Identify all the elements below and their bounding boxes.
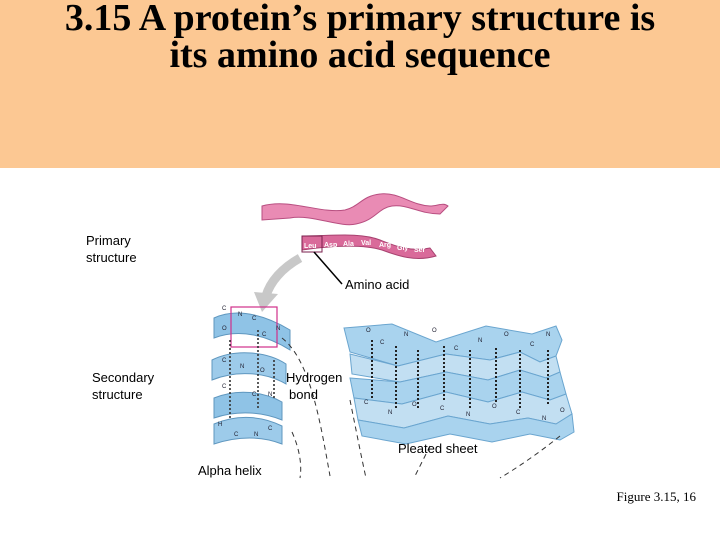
svg-text:C: C: [234, 432, 239, 438]
svg-text:H: H: [218, 422, 222, 428]
svg-text:N: N: [238, 312, 242, 318]
svg-text:O: O: [366, 328, 371, 334]
svg-text:C: C: [530, 342, 535, 348]
title-line-1: 3.15 A protein’s primary structure is: [64, 0, 656, 39]
svg-text:N: N: [388, 410, 392, 416]
title-line-2: its amino acid sequence: [169, 34, 551, 76]
title-banner: [0, 0, 720, 168]
residue-val: Val: [361, 240, 371, 247]
svg-text:N: N: [466, 412, 470, 418]
svg-text:N: N: [546, 332, 550, 338]
residue-arg: Arg: [379, 242, 391, 249]
figure-caption: Figure 3.15, 16: [616, 489, 696, 504]
hydrogen-bond-label-line2: bond: [289, 387, 318, 402]
svg-text:C: C: [454, 346, 459, 352]
pleated-sheet: O C N O C N O C N C N O C N O C N O: [343, 323, 575, 445]
svg-text:C: C: [268, 426, 273, 432]
secondary-structure-label-line2: structure: [92, 387, 143, 402]
arrow-shaft: [261, 254, 303, 298]
residue-gly: Gly: [397, 245, 408, 252]
svg-text:N: N: [276, 326, 280, 332]
svg-text:O: O: [560, 408, 565, 414]
primary-structure-label-line1: Primary: [86, 233, 131, 248]
primary-structure-label: Primary structure: [86, 232, 137, 266]
primary-structure-label-line2: structure: [86, 250, 137, 265]
hydrogen-bond-label-line1: Hydrogen: [286, 370, 343, 385]
residue-ser: Ser: [414, 247, 426, 254]
svg-text:O: O: [504, 332, 509, 338]
svg-text:C: C: [262, 332, 267, 338]
amino-acid-pointer: [313, 251, 343, 285]
pleated-sheet-label: Pleated sheet: [398, 441, 478, 456]
svg-text:N: N: [542, 416, 546, 422]
alpha-helix: C N C O C N C N O C C N H C N C: [211, 306, 291, 445]
svg-text:C: C: [222, 358, 227, 364]
svg-text:N: N: [404, 332, 408, 338]
alpha-helix-label: Alpha helix: [198, 463, 262, 478]
primary-structure-ribbon: Leu Asp Ala Val Arg Gly Ser: [261, 193, 449, 259]
residue-asp: Asp: [324, 242, 337, 249]
svg-text:C: C: [364, 400, 369, 406]
svg-text:O: O: [432, 328, 437, 334]
svg-text:C: C: [222, 384, 227, 390]
svg-text:N: N: [240, 364, 244, 370]
svg-text:N: N: [254, 432, 258, 438]
residue-leu: Leu: [304, 243, 316, 250]
slide-title: 3.15 A protein’s primary structure is it…: [0, 0, 720, 74]
svg-text:O: O: [222, 326, 227, 332]
secondary-structure-label: Secondary structure: [92, 369, 154, 403]
svg-text:C: C: [516, 410, 521, 416]
amino-acid-sequence: Leu Asp Ala Val Arg Gly Ser: [304, 240, 426, 254]
svg-text:C: C: [252, 392, 257, 398]
amino-acid-label: Amino acid: [345, 277, 410, 292]
helix-highlight-box: [230, 306, 278, 348]
secondary-structure-label-line1: Secondary: [92, 370, 155, 385]
svg-text:C: C: [252, 316, 257, 322]
arrow-head: [254, 292, 278, 312]
highlighted-amino-acid-box: [301, 235, 323, 253]
svg-text:C: C: [222, 306, 227, 312]
svg-text:C: C: [380, 340, 385, 346]
svg-text:N: N: [478, 338, 482, 344]
svg-text:O: O: [492, 404, 497, 410]
residue-ala: Ala: [343, 241, 354, 248]
hydrogen-bond-label: Hydrogen bond: [286, 369, 342, 403]
svg-text:O: O: [412, 402, 417, 408]
svg-text:C: C: [440, 406, 445, 412]
svg-text:O: O: [260, 368, 265, 374]
svg-text:N: N: [268, 392, 272, 398]
